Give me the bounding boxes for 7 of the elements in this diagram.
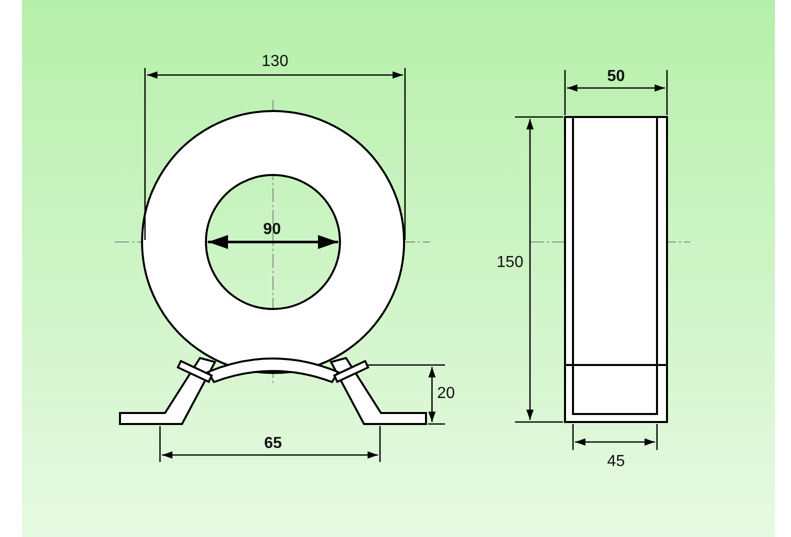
dimension-value: 20 xyxy=(437,386,455,402)
dimension-value: 130 xyxy=(262,54,288,70)
dimension-value: 90 xyxy=(263,222,281,238)
dimension-value: 65 xyxy=(264,436,282,452)
dimension-value: 50 xyxy=(607,69,625,85)
dimension-value: 45 xyxy=(607,454,625,470)
dimension-value: 150 xyxy=(496,255,524,271)
